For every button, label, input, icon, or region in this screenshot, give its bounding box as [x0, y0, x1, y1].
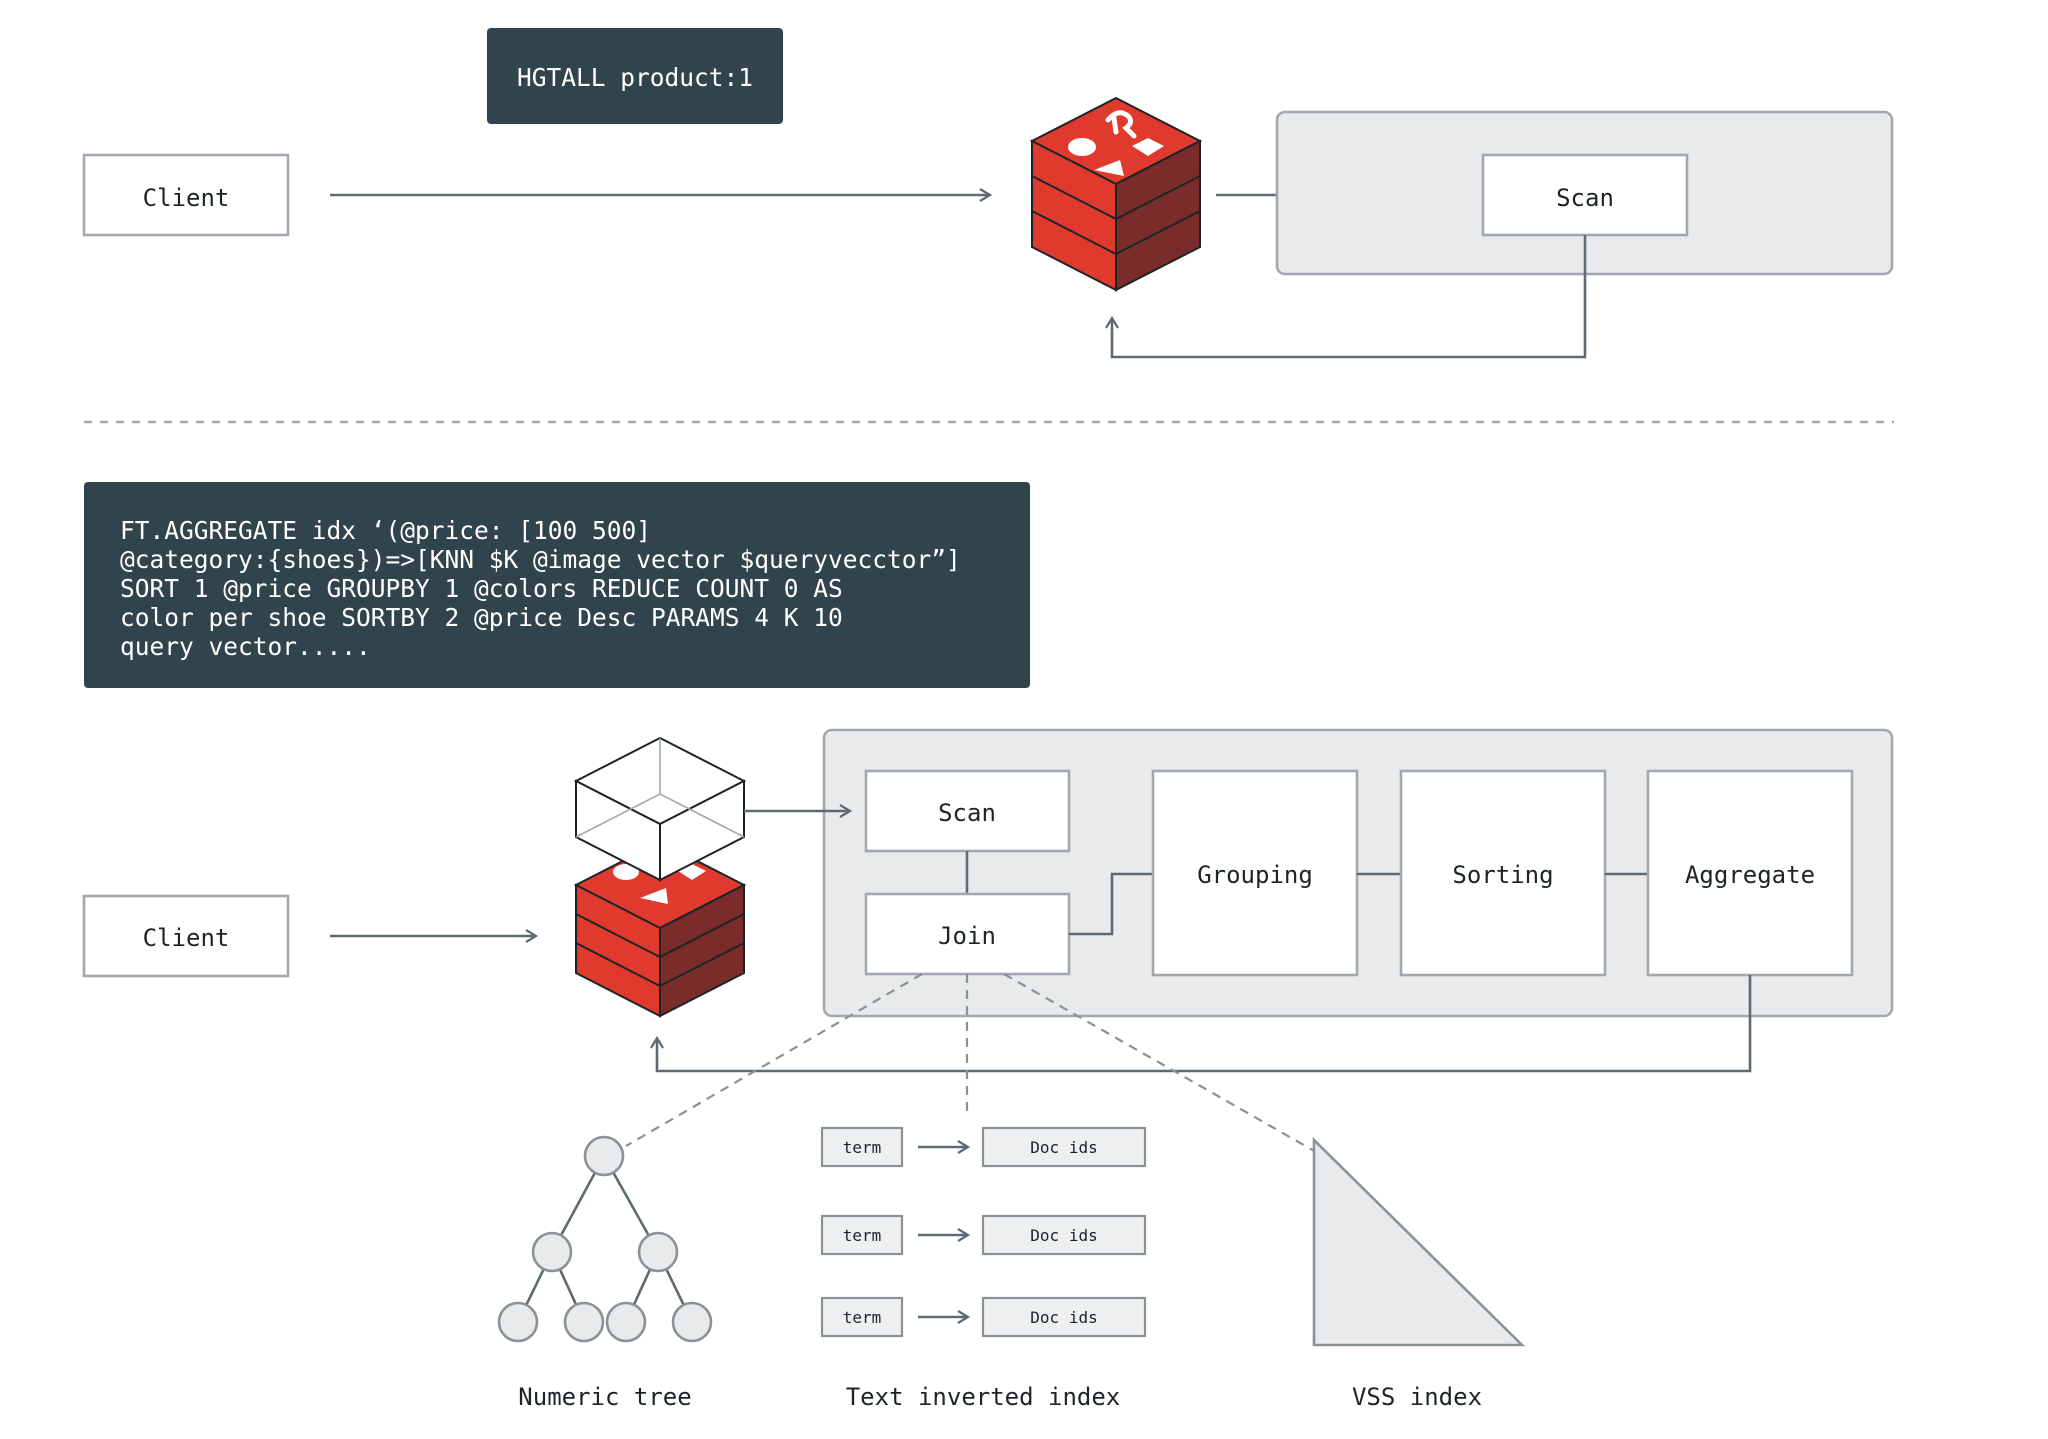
- bottom-return-arrow: [650, 975, 1752, 1073]
- query-code-box: FT.AGGREGATE idx ‘(@price: [100 500] @ca…: [84, 482, 1030, 688]
- query-cube-icon: [573, 736, 747, 1018]
- doc-ids-cell: Doc ids: [1030, 1138, 1097, 1157]
- top-section: HGTALL product:1 Client: [82, 28, 1894, 359]
- text-index-row: term Doc ids: [820, 1296, 1147, 1338]
- query-line-3: SORT 1 @price GROUPBY 1 @colors REDUCE C…: [120, 574, 843, 603]
- bottom-section: FT.AGGREGATE idx ‘(@price: [100 500] @ca…: [82, 482, 1894, 1411]
- top-command-text: HGTALL product:1: [517, 63, 753, 92]
- join-to-vss-index-link: [1003, 973, 1317, 1153]
- top-return-arrow: [1105, 235, 1587, 359]
- aggregate-box: Aggregate: [1646, 769, 1854, 977]
- sorting-box: Sorting: [1399, 769, 1607, 977]
- query-line-4: color per shoe SORTBY 2 @price Desc PARA…: [120, 603, 843, 632]
- top-client-box: Client: [82, 153, 290, 237]
- redis-cube-icon: [1029, 96, 1203, 292]
- sorting-label: Sorting: [1452, 861, 1553, 889]
- top-client-label: Client: [143, 184, 230, 212]
- join-label: Join: [938, 922, 996, 950]
- doc-ids-cell: Doc ids: [1030, 1226, 1097, 1245]
- term-cell: term: [843, 1138, 882, 1157]
- text-index-label: Text inverted index: [846, 1383, 1121, 1411]
- vss-index-icon: [1312, 1136, 1526, 1347]
- bottom-scan-box: Scan: [864, 769, 1071, 853]
- top-scan-label: Scan: [1556, 184, 1614, 212]
- bottom-scan-label: Scan: [938, 799, 996, 827]
- join-box: Join: [864, 892, 1071, 976]
- term-cell: term: [843, 1308, 882, 1327]
- text-index-row: term Doc ids: [820, 1126, 1147, 1168]
- top-command-box: HGTALL product:1: [487, 28, 783, 124]
- text-index-row: term Doc ids: [820, 1214, 1147, 1256]
- grouping-label: Grouping: [1197, 861, 1313, 889]
- query-line-5: query vector.....: [120, 632, 371, 661]
- bottom-client-label: Client: [143, 924, 230, 952]
- numeric-tree-label: Numeric tree: [518, 1383, 691, 1411]
- numeric-tree-icon: [497, 1135, 713, 1343]
- query-line-1: FT.AGGREGATE idx ‘(@price: [100 500]: [120, 516, 651, 545]
- top-scan-box: Scan: [1481, 153, 1689, 237]
- vss-index-label: VSS index: [1352, 1383, 1482, 1411]
- query-line-2: @category:{shoes})=>[KNN $K @image vecto…: [120, 545, 961, 574]
- bottom-client-box: Client: [82, 894, 290, 978]
- grouping-box: Grouping: [1151, 769, 1359, 977]
- join-grouping-connector: [1069, 872, 1153, 936]
- doc-ids-cell: Doc ids: [1030, 1308, 1097, 1327]
- term-cell: term: [843, 1226, 882, 1245]
- aggregate-label: Aggregate: [1685, 861, 1815, 889]
